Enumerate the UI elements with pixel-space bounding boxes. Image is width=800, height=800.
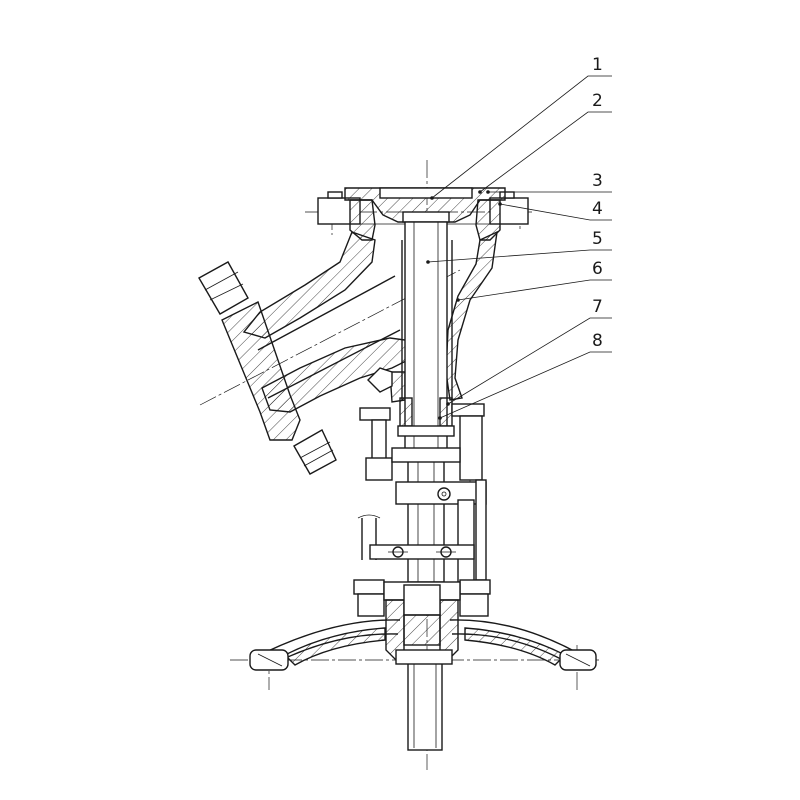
centerlines [199, 160, 600, 770]
callout-2: 2 [592, 91, 603, 111]
callout-3: 3 [592, 171, 603, 191]
callout-4: 4 [592, 199, 603, 219]
leader-lines [426, 75, 612, 420]
callout-labels: 1 2 3 4 5 6 7 8 [592, 55, 603, 351]
yoke [357, 403, 487, 583]
bonnet-flange [317, 187, 529, 241]
inlet-flange [198, 261, 337, 475]
stem [397, 211, 455, 751]
callout-8: 8 [592, 331, 603, 351]
callout-1: 1 [592, 55, 603, 75]
handwheel [249, 619, 597, 671]
callout-5: 5 [592, 229, 603, 249]
callout-6: 6 [592, 259, 603, 279]
valve-body [242, 230, 498, 413]
yoke-nut-assembly [353, 579, 491, 665]
callout-7: 7 [592, 297, 603, 317]
